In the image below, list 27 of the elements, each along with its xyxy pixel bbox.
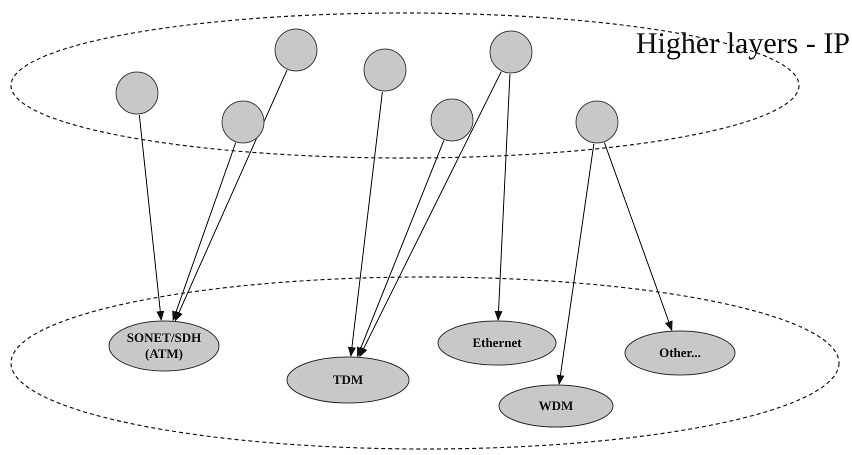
ellipse-node [498, 384, 614, 428]
arrow [138, 114, 164, 322]
ellipse-node [624, 330, 736, 376]
arrow [556, 143, 594, 386]
circle-node [115, 71, 159, 115]
ellipse-node [108, 320, 220, 372]
arrow [172, 142, 236, 322]
circle-node [430, 98, 474, 142]
node-label: Ethernet [472, 334, 522, 352]
circle-node [363, 48, 407, 92]
arrow [604, 142, 673, 332]
arrow [356, 140, 444, 358]
node-label: SONET/SDH (ATM) [126, 330, 202, 362]
ellipse-node [437, 320, 557, 366]
arrow [359, 71, 502, 358]
arrow [494, 73, 510, 321]
circle-node [575, 100, 619, 144]
circle-node [274, 28, 318, 72]
circle-node [489, 30, 533, 74]
circle-node [221, 100, 265, 144]
node-label: Other... [659, 344, 701, 362]
arrow [348, 91, 383, 358]
node-label: TDM [332, 372, 364, 388]
node-label: WDM [538, 398, 574, 414]
arrow [174, 70, 288, 322]
ellipse-node [286, 356, 410, 404]
layer-title: Higher layers - IP [636, 29, 850, 59]
